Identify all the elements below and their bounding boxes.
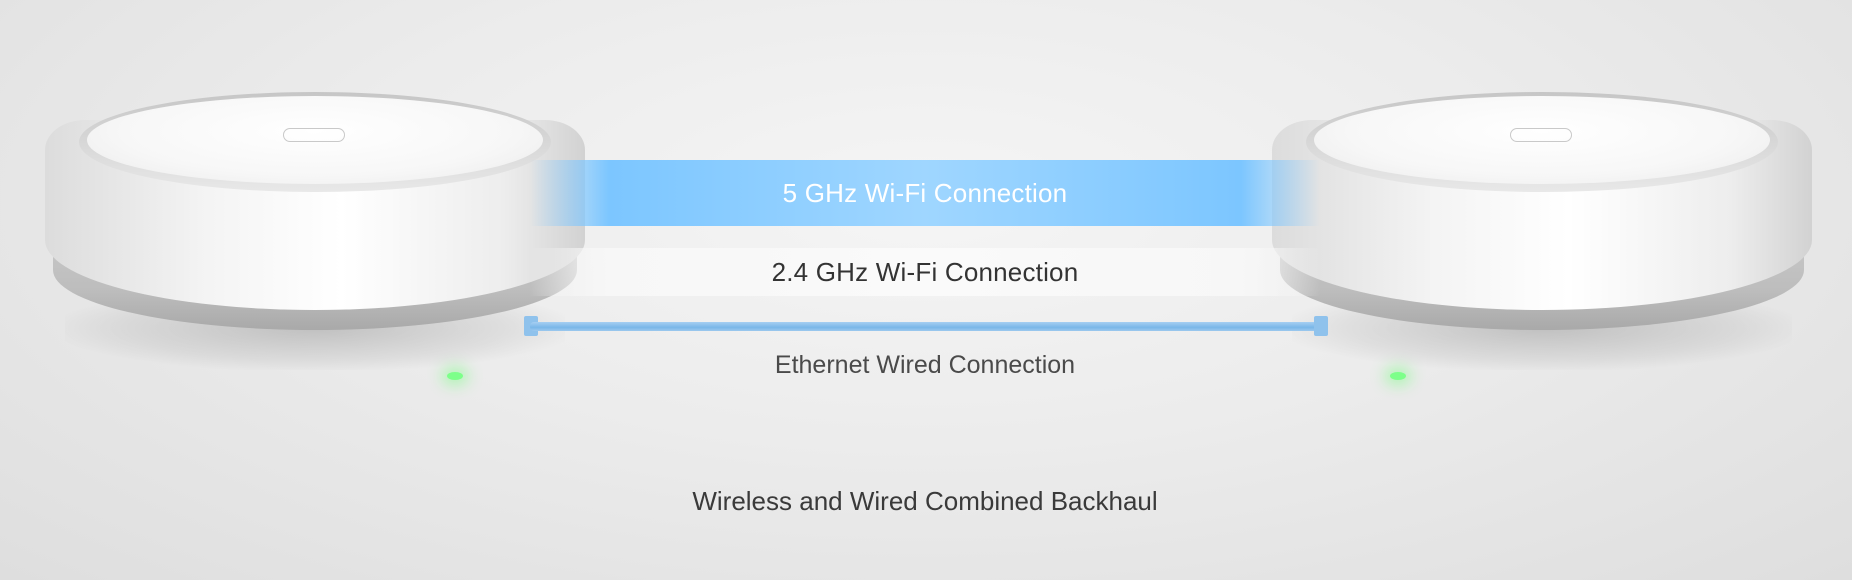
wifi-5ghz-label: 5 GHz Wi-Fi Connection [782, 177, 1068, 208]
device-top [1314, 96, 1770, 184]
left-mesh-router [45, 0, 585, 380]
ethernet-plug-right-icon [1314, 316, 1328, 336]
deco-logo-icon [1510, 128, 1572, 142]
status-led-icon [1390, 372, 1406, 380]
wifi-5ghz-band: 5 GHz Wi-Fi Connection [530, 160, 1320, 226]
wifi-24ghz-label: 2.4 GHz Wi-Fi Connection [771, 256, 1079, 287]
deco-logo-icon [283, 128, 345, 142]
wifi-24ghz-band: 2.4 GHz Wi-Fi Connection [530, 248, 1320, 296]
device-top [87, 96, 543, 184]
ethernet-label: Ethernet Wired Connection [530, 348, 1320, 382]
backhaul-caption-text: Wireless and Wired Combined Backhaul [692, 485, 1158, 516]
right-mesh-router [1272, 0, 1812, 380]
status-led-icon [447, 372, 463, 380]
backhaul-caption: Wireless and Wired Combined Backhaul [530, 482, 1320, 520]
ethernet-label-text: Ethernet Wired Connection [774, 350, 1076, 379]
ethernet-cable [530, 322, 1320, 331]
